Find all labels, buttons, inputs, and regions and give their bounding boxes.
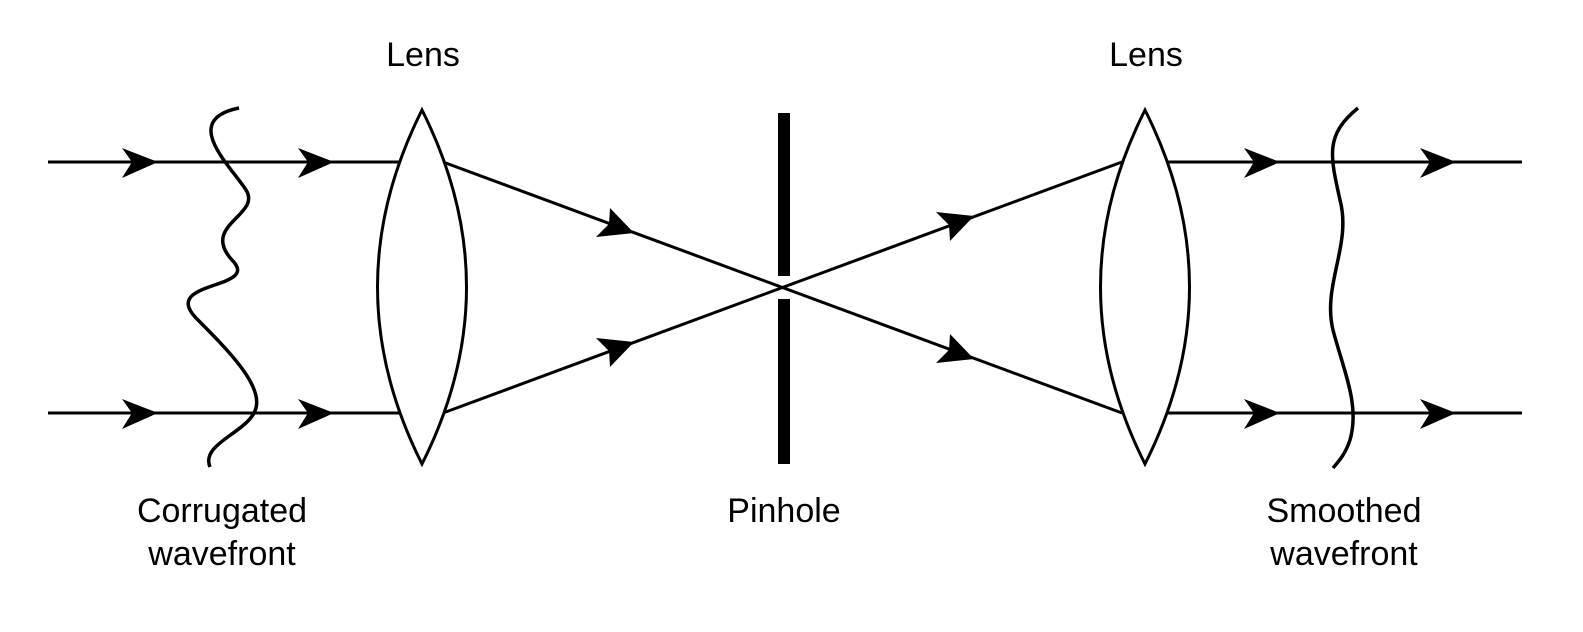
right-lens-shape bbox=[1099, 106, 1191, 468]
left-lens-shape bbox=[376, 106, 468, 468]
corrugated-wavefront-label-line2: wavefront bbox=[147, 535, 296, 573]
arrow-head bbox=[936, 212, 974, 241]
arrow-head bbox=[298, 148, 334, 178]
arrow-head bbox=[1420, 399, 1456, 429]
smoothed-wavefront-curve bbox=[1328, 106, 1360, 470]
pinhole-label: Pinhole bbox=[727, 492, 840, 530]
arrow-head bbox=[596, 208, 634, 237]
corrugated-wavefront-label-line1: Corrugated bbox=[137, 492, 307, 530]
arrow-head bbox=[1244, 399, 1280, 429]
pinhole-screen-top bbox=[778, 113, 790, 276]
arrow-head bbox=[596, 338, 634, 367]
pinhole-screen-bottom bbox=[778, 299, 790, 464]
arrow-head bbox=[122, 399, 158, 429]
arrow-head bbox=[1244, 148, 1280, 178]
converging-ray-bottom bbox=[442, 160, 1123, 415]
arrow-head bbox=[1420, 148, 1456, 178]
arrow-head bbox=[122, 148, 158, 178]
arrow-head bbox=[936, 334, 974, 363]
smoothed-wavefront-label-line2: wavefront bbox=[1269, 535, 1418, 573]
arrow-head bbox=[298, 399, 334, 429]
corrugated-wavefront-curve bbox=[186, 106, 259, 468]
smoothed-wavefront-label-line1: Smoothed bbox=[1267, 492, 1422, 530]
lens-right-label: Lens bbox=[1109, 36, 1183, 74]
lens-left-label: Lens bbox=[386, 36, 460, 74]
